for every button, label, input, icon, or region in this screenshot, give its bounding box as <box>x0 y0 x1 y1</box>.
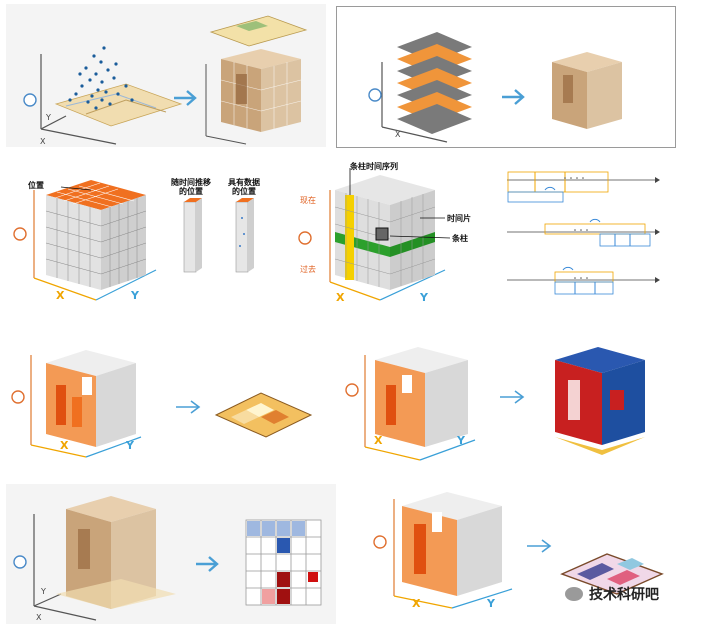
panel-slabs-to-cube: X <box>336 6 676 148</box>
svg-text:Y: Y <box>40 587 46 596</box>
clock-icon <box>368 88 382 102</box>
location-cube-figure <box>13 180 254 301</box>
clock-icon <box>345 383 359 397</box>
location-label: 位置 <box>28 181 44 190</box>
brown-cube-to-grid-figure: X Y <box>13 496 322 622</box>
timelines-figure <box>507 171 660 295</box>
clock-icon <box>373 535 387 549</box>
points-to-cube-figure: X Y <box>23 15 308 146</box>
clock-icon <box>13 227 27 241</box>
clock-icon <box>13 555 27 569</box>
slabs-to-cube-figure: X <box>368 32 622 143</box>
arrow-icon <box>176 400 201 414</box>
timeline-1 <box>507 171 660 203</box>
svg-text:X: X <box>40 137 46 146</box>
panel-timelines <box>505 160 685 310</box>
cube-to-tilted-map-figure <box>373 492 664 609</box>
y-axis-label: Y <box>487 597 495 610</box>
panel-orange-to-hotspot-cube: X Y <box>340 335 690 465</box>
time-slice-label: 时间片 <box>447 214 471 223</box>
y-axis-label: Y <box>126 439 134 452</box>
panel-points-to-cube: X Y <box>6 4 326 147</box>
time-slabs <box>397 32 472 134</box>
arrow-icon <box>500 390 525 404</box>
arrow-icon <box>527 539 552 553</box>
location-with-data-label: 具有数据 的位置 <box>228 178 260 196</box>
panel-orange-cube-to-map: X Y <box>6 335 326 465</box>
clock-icon <box>23 93 37 107</box>
panel-cube-to-tilted-map: X Y <box>362 484 692 624</box>
bin-time-series-column <box>345 195 354 280</box>
x-axis-label: X <box>56 289 65 302</box>
x-axis-label: X <box>336 291 345 304</box>
y-axis-label: Y <box>457 434 465 447</box>
hotspot-cube <box>555 347 645 455</box>
orange-to-hotspot-cube-figure <box>345 347 645 461</box>
past-label: 过去 <box>300 265 316 274</box>
x-axis-label: X <box>60 439 69 452</box>
arrow-icon <box>502 89 525 105</box>
panel-bin-cube: 条柱时间序列 时间片 条柱 现在 过去 X Y <box>298 160 500 310</box>
clock-icon <box>11 390 25 404</box>
arrow-icon <box>196 556 219 572</box>
orange-cube-to-map-figure <box>11 350 313 458</box>
timeline-2 <box>507 218 660 247</box>
panel-location-cube: 位置 随时间推移 的位置 具有数据 的位置 X Y <box>6 160 296 310</box>
arrow-icon <box>174 90 197 106</box>
present-label: 现在 <box>300 196 316 205</box>
bin-time-series-label: 条柱时间序列 <box>350 162 398 171</box>
column-with-data <box>235 198 254 273</box>
svg-text:X: X <box>36 613 42 622</box>
panel-brown-cube-to-grid: X Y <box>6 484 336 624</box>
bin-cube-figure <box>298 168 451 301</box>
bin-label: 条柱 <box>452 234 468 243</box>
y-axis-label: Y <box>131 289 139 302</box>
location-over-time-label: 随时间推移 的位置 <box>171 178 211 196</box>
svg-text:Y: Y <box>45 113 51 122</box>
timeline-3 <box>507 266 660 295</box>
x-axis-label: X <box>374 434 383 447</box>
y-axis-label: Y <box>420 291 428 304</box>
svg-text:X: X <box>395 130 401 139</box>
scatter-points <box>68 46 134 110</box>
bin-cell <box>375 227 389 241</box>
column-over-time <box>183 198 202 273</box>
clock-icon <box>298 231 312 245</box>
x-axis-label: X <box>412 597 421 610</box>
wechat-icon <box>565 587 583 601</box>
watermark: 技术科研吧 <box>565 584 659 604</box>
